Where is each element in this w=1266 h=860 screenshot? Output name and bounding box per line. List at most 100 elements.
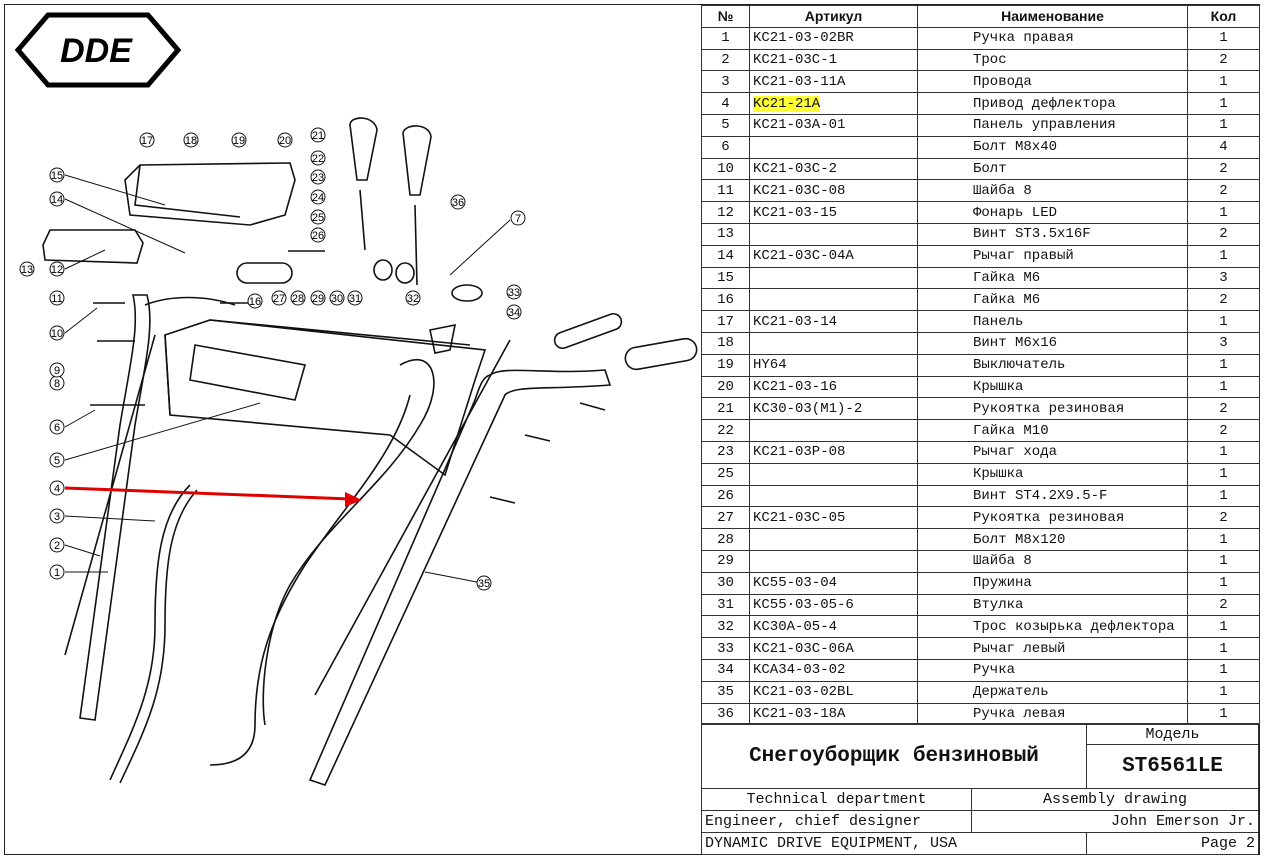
callout-28: 28 <box>290 290 306 306</box>
cell-num: 15 <box>701 266 750 290</box>
header-num: № <box>701 5 750 28</box>
svg-text:30: 30 <box>331 293 343 305</box>
svg-text:11: 11 <box>51 293 62 305</box>
cell-article: KC21-03-02BL <box>749 680 918 704</box>
callout-11: 11 <box>49 290 65 306</box>
cell-qty: 1 <box>1187 310 1260 333</box>
cell-name: Винт М6х16 <box>917 331 1188 355</box>
cell-qty: 2 <box>1187 506 1260 530</box>
svg-text:17: 17 <box>141 135 153 147</box>
cell-name: Пружина <box>917 571 1188 595</box>
callout-16: 16 <box>247 293 263 309</box>
cell-article: KC21-03-16 <box>749 375 918 399</box>
cell-name: Втулка <box>917 593 1188 617</box>
svg-text:31: 31 <box>349 293 361 305</box>
cell-article <box>749 549 918 573</box>
cell-article: KC21-03-15 <box>749 201 918 224</box>
cell-name: Болт М8х120 <box>917 528 1188 551</box>
exploded-assembly-drawing: DDE <box>14 12 698 786</box>
cell-article: HY64 <box>749 353 918 377</box>
cell-qty: 1 <box>1187 70 1260 94</box>
cell-article: KC21-03C-2 <box>749 157 918 181</box>
cell-num: 31 <box>701 593 750 617</box>
callout-22: 22 <box>310 150 326 166</box>
callout-30: 30 <box>329 290 345 306</box>
cell-name: Ручка левая <box>917 702 1188 726</box>
cell-num: 16 <box>701 288 750 312</box>
callout-26: 26 <box>310 227 326 243</box>
callout-36: 36 <box>450 194 466 210</box>
cell-qty: 1 <box>1187 571 1260 595</box>
cell-name: Рукоятка резиновая <box>917 506 1188 530</box>
callout-13: 13 <box>19 261 35 277</box>
cell-name: Фонарь LED <box>917 201 1188 224</box>
cell-name: Гайка М6 <box>917 288 1188 312</box>
callout-12: 12 <box>49 261 65 277</box>
cell-num: 33 <box>701 637 750 660</box>
cell-qty: 1 <box>1187 702 1260 726</box>
cell-article <box>749 135 918 159</box>
cell-article: KC21-03C-08 <box>749 179 918 203</box>
callout-35: 35 <box>476 575 492 591</box>
svg-text:26: 26 <box>312 230 324 242</box>
cell-article: KC21-03C-06A <box>749 637 918 660</box>
cell-name: Выключатель <box>917 353 1188 377</box>
title-block: Снегоуборщик бензиновый Модель ST6561LE … <box>701 723 1259 855</box>
svg-text:12: 12 <box>51 264 63 276</box>
cell-qty: 1 <box>1187 528 1260 551</box>
svg-text:34: 34 <box>508 307 520 319</box>
callout-5: 5 <box>49 452 65 468</box>
cell-name: Крышка <box>917 462 1188 486</box>
cell-name: Рычаг левый <box>917 637 1188 660</box>
highlighted-article: KC21-21A <box>753 95 821 112</box>
logo-text: DDE <box>60 32 133 70</box>
svg-text:9: 9 <box>54 365 60 377</box>
svg-text:10: 10 <box>51 328 63 340</box>
callout-29: 29 <box>310 290 326 306</box>
cell-num: 5 <box>701 113 750 137</box>
cell-name: Гайка М6 <box>917 266 1188 290</box>
svg-text:14: 14 <box>51 194 63 206</box>
cell-qty: 2 <box>1187 179 1260 203</box>
cell-name: Рукоятка резиновая <box>917 397 1188 421</box>
cell-article: KC55·03-05-6 <box>749 593 918 617</box>
cell-qty: 2 <box>1187 288 1260 312</box>
svg-text:36: 36 <box>452 197 464 209</box>
cell-name: Шайба 8 <box>917 549 1188 573</box>
callout-9: 9 <box>49 362 65 378</box>
page-number: Page 2 <box>1086 832 1259 855</box>
cell-name: Привод дефлектора <box>917 92 1188 115</box>
cell-num: 21 <box>701 397 750 421</box>
cell-name: Ручка <box>917 658 1188 682</box>
callout-31: 31 <box>347 290 363 306</box>
cell-num: 17 <box>701 310 750 333</box>
callout-20: 20 <box>277 132 293 148</box>
cell-name: Трос <box>917 48 1188 72</box>
cell-article: KC21-03C-1 <box>749 48 918 72</box>
callout-2: 2 <box>49 537 65 553</box>
cell-num: 13 <box>701 222 750 246</box>
svg-text:15: 15 <box>51 170 63 182</box>
svg-text:27: 27 <box>273 293 285 305</box>
model-label: Модель <box>1086 723 1259 745</box>
cell-num: 6 <box>701 135 750 159</box>
cell-qty: 1 <box>1187 549 1260 573</box>
drawing-type-label: Assembly drawing <box>971 788 1259 811</box>
callout-14: 14 <box>49 191 65 207</box>
cell-article <box>749 288 918 312</box>
callout-10: 10 <box>49 325 65 341</box>
